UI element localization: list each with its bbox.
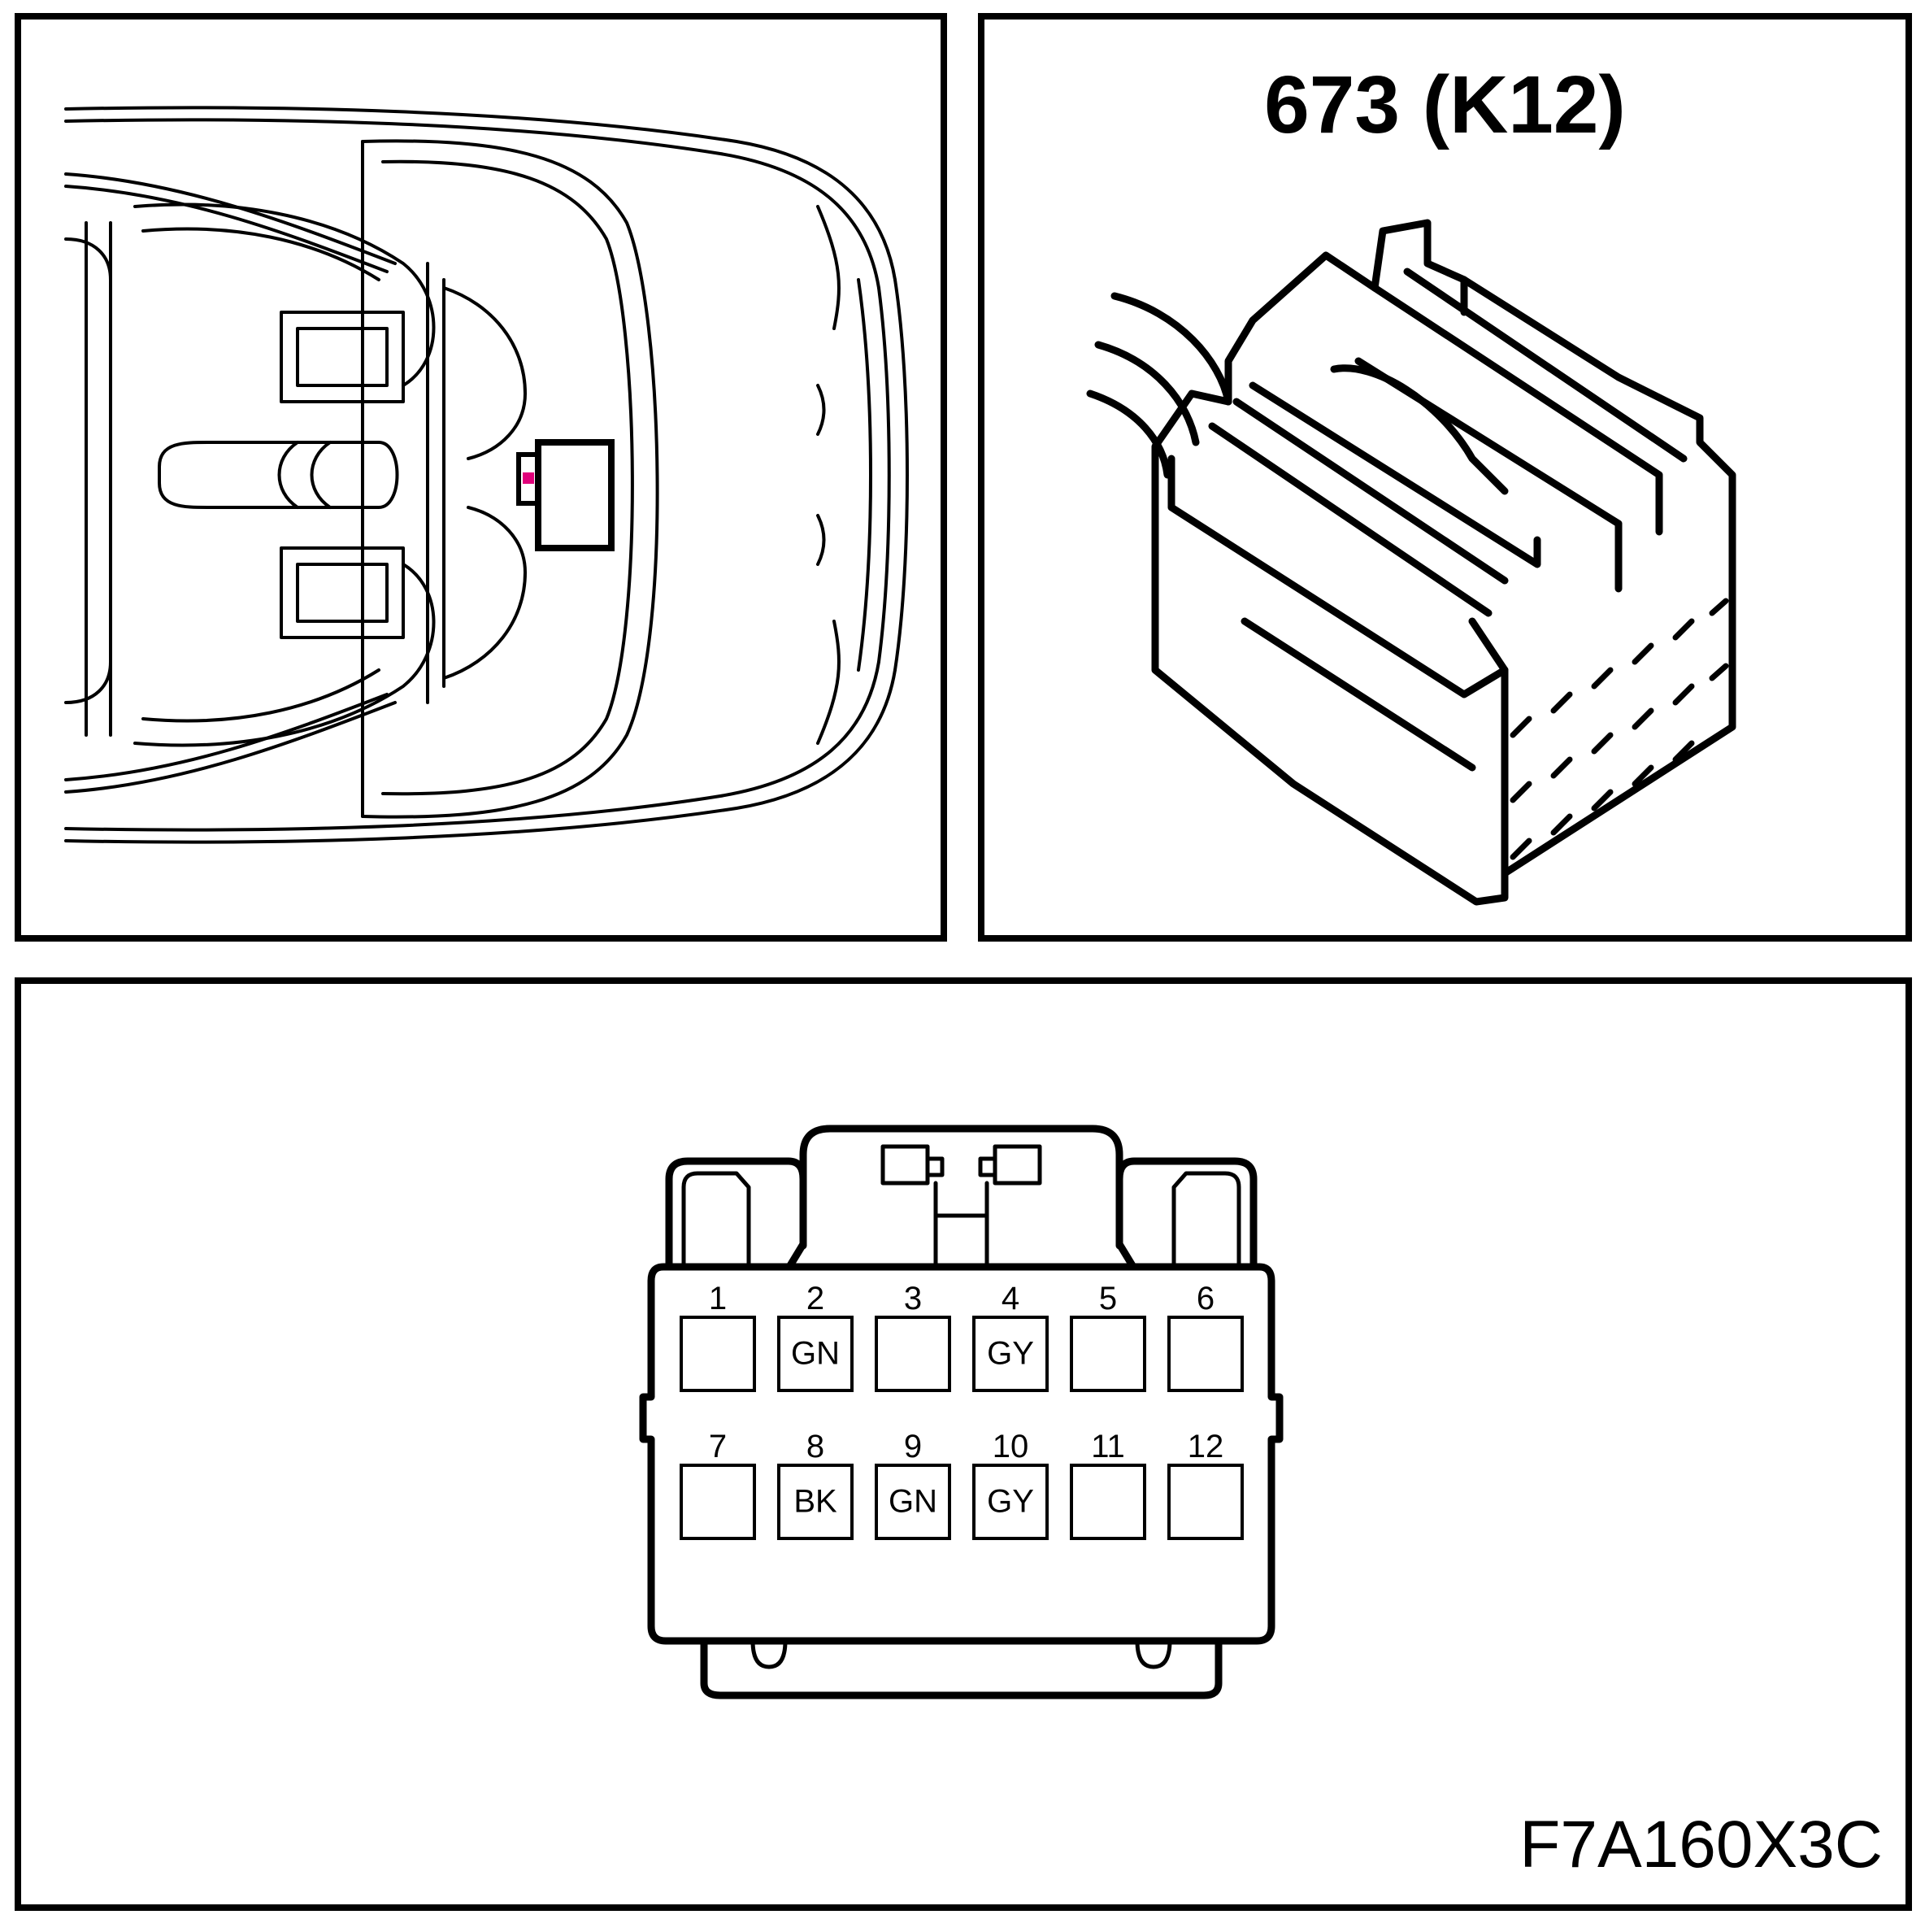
pin-12: 12 bbox=[1167, 1429, 1244, 1540]
pin-cavity bbox=[1070, 1316, 1146, 1392]
connector-view-panel: 673 (K12) bbox=[978, 13, 1912, 942]
pin-cavity bbox=[1070, 1464, 1146, 1540]
pin-number: 1 bbox=[709, 1281, 727, 1316]
wire-color-label: GN bbox=[791, 1336, 840, 1372]
pin-8: 8BK bbox=[777, 1429, 854, 1540]
pin-cavity bbox=[1167, 1316, 1244, 1392]
wire-color-label: BK bbox=[793, 1484, 837, 1520]
pin-7: 7 bbox=[680, 1429, 756, 1540]
connector-isometric-drawing bbox=[1086, 219, 1736, 906]
pin-2: 2GN bbox=[777, 1281, 854, 1392]
pin-cavity bbox=[1167, 1464, 1244, 1540]
pin-cavity bbox=[972, 1464, 1049, 1540]
highlight-dot bbox=[523, 472, 534, 484]
pin-number: 3 bbox=[904, 1281, 922, 1316]
pin-number: 2 bbox=[806, 1281, 824, 1316]
pin-cavity bbox=[777, 1464, 854, 1540]
pin-number: 8 bbox=[806, 1429, 824, 1464]
pin-number: 9 bbox=[904, 1429, 922, 1464]
pin-5: 5 bbox=[1070, 1281, 1146, 1392]
pin-11: 11 bbox=[1070, 1429, 1146, 1540]
pin-cavity bbox=[875, 1464, 951, 1540]
pin-cavity bbox=[875, 1316, 951, 1392]
pin-cavity bbox=[972, 1316, 1049, 1392]
pin-3: 3 bbox=[875, 1281, 951, 1392]
vehicle-top-view bbox=[64, 106, 909, 844]
pin-6: 6 bbox=[1167, 1281, 1244, 1392]
figure-code: F7A160X3C bbox=[1519, 1808, 1883, 1882]
wire-color-label: GY bbox=[987, 1484, 1034, 1520]
wire-color-label: GN bbox=[889, 1484, 937, 1520]
pin-number: 4 bbox=[1002, 1281, 1019, 1316]
pin-cavity bbox=[777, 1316, 854, 1392]
pin-cavity bbox=[680, 1464, 756, 1540]
connector-title: 673 (K12) bbox=[1264, 59, 1626, 150]
pin-cavity bbox=[680, 1316, 756, 1392]
pin-number: 12 bbox=[1188, 1429, 1224, 1464]
pin-number: 7 bbox=[709, 1429, 727, 1464]
wire-color-label: GY bbox=[987, 1336, 1034, 1372]
pin-1: 1 bbox=[680, 1281, 756, 1392]
pin-4: 4GY bbox=[972, 1281, 1049, 1392]
pin-number: 5 bbox=[1099, 1281, 1117, 1316]
pin-number: 11 bbox=[1091, 1429, 1125, 1464]
pin-number: 6 bbox=[1197, 1281, 1215, 1316]
connector-location-marker bbox=[516, 439, 615, 551]
location-panel bbox=[15, 13, 947, 942]
pin-number: 10 bbox=[993, 1429, 1029, 1464]
pin-9: 9GN bbox=[875, 1429, 951, 1540]
